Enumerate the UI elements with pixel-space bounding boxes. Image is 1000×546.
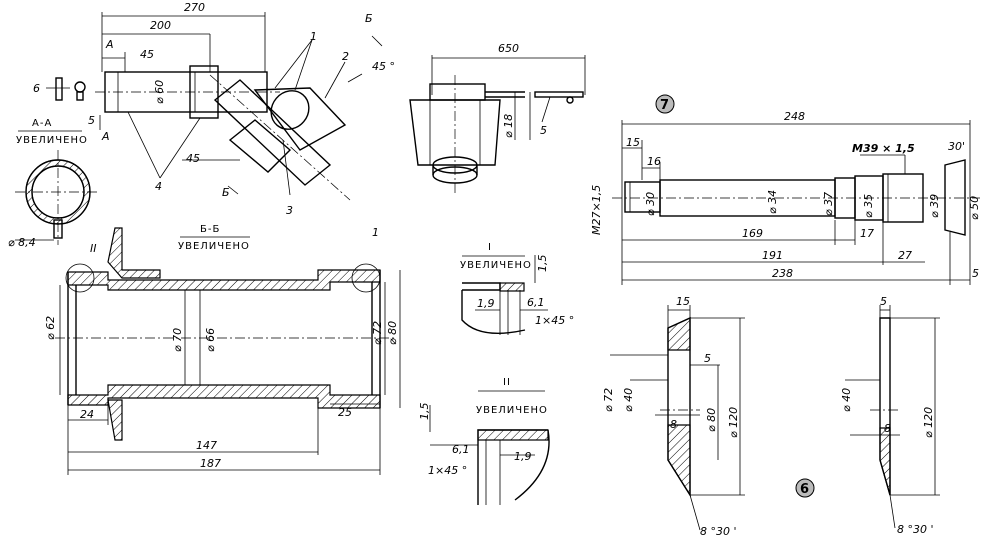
part6b-angle: 8 °30 ' (897, 523, 934, 536)
label-part-3: 3 (286, 204, 293, 217)
section-bb: Б-Б УВЕЛИЧЕНО ⌀ 62 ⌀ 70 ⌀ 66 ⌀ 72 (44, 224, 401, 475)
detail-ii: II УВЕЛИЧЕНО 1,5 6,1 1,9 1×45 ° (418, 377, 550, 505)
label-part-4: 4 (155, 180, 162, 193)
part6b-dim-d120: ⌀ 120 (922, 407, 935, 438)
mark-detail-ii: II (90, 242, 97, 255)
detail-i-title: I (488, 242, 492, 253)
cut-label-a-top: А (105, 38, 114, 51)
detail-ii-dim-6-1: 6,1 (452, 443, 470, 456)
detail-ii-dim-1-9: 1,9 (514, 450, 532, 463)
part6-angle: 8 °30 ' (700, 525, 737, 538)
dim-45-bottom: 45 (186, 152, 200, 165)
part-7: 7 248 15 16 M39 × 1,5 30' M27×1 (590, 94, 981, 285)
dim-d60: ⌀ 60 (153, 80, 166, 104)
label-part-1: 1 (310, 30, 317, 43)
detail-i: I УВЕЛИЧЕНО 1,5 1,9 6,1 1×45 ° (460, 242, 574, 335)
dim-147: 147 (196, 439, 217, 452)
detail-i-dim-6-1: 6,1 (527, 296, 545, 309)
dim-angle-45: 45 ° (372, 60, 395, 73)
part7-dim-27: 27 (898, 249, 912, 262)
part7-thread-m27: M27×1,5 (590, 185, 603, 235)
part7-dim-191: 191 (762, 249, 783, 262)
dim-45-top: 45 (140, 48, 154, 61)
dim-d8-4: ⌀ 8,4 (8, 236, 36, 249)
part-6-number: 6 (800, 482, 809, 497)
part7-dim-d37: ⌀ 37 (822, 192, 835, 216)
dim-d18: ⌀ 18 (502, 114, 515, 138)
label-part-6: 6 (33, 82, 40, 95)
dim-d70: ⌀ 70 (171, 328, 184, 352)
part6-dim-d72: ⌀ 72 (602, 388, 615, 412)
part7-dim-d35: ⌀ 35 (862, 194, 875, 218)
part-6: 6 15 5 ⌀ 72 ⌀ 40 8 ⌀ 80 ⌀ 120 8 °30 ' (602, 295, 940, 538)
part7-dim-5: 5 (972, 267, 979, 280)
detail-ii-subtitle: УВЕЛИЧЕНО (476, 405, 548, 416)
detail-i-chamfer: 1×45 ° (535, 314, 574, 327)
detail-ii-chamfer: 1×45 ° (428, 464, 467, 477)
detail-i-subtitle: УВЕЛИЧЕНО (460, 260, 532, 271)
part7-dim-d50: ⌀ 50 (968, 196, 981, 220)
section-bb-title: Б-Б (200, 224, 220, 235)
part7-dim-d34: ⌀ 34 (766, 190, 779, 214)
dim-25: 25 (338, 406, 352, 419)
cut-label-b-bottom: Б (222, 186, 230, 199)
detail-ii-title: II (503, 377, 511, 388)
label-part-2: 2 (342, 50, 349, 63)
part7-dim-238: 238 (772, 267, 793, 280)
label-part-1-bb: 1 (372, 226, 379, 239)
part-7-number: 7 (660, 98, 669, 113)
part6-dim-5: 5 (704, 352, 711, 365)
dim-d72: ⌀ 72 (371, 321, 384, 345)
detail-ii-dim-1-5: 1,5 (418, 403, 431, 421)
part7-thread-m39: M39 × 1,5 (852, 142, 915, 155)
section-aa-title: А-А (32, 118, 52, 129)
part6-dim-d40: ⌀ 40 (622, 388, 635, 412)
part7-dim-d39: ⌀ 39 (928, 194, 941, 218)
detail-i-dim-1-9: 1,9 (477, 297, 495, 310)
assembly-view: 270 200 45 45 ⌀ 60 45 ° 1 2 3 4 5 6 А А … (33, 1, 395, 217)
part7-dim-16: 16 (647, 155, 661, 168)
part7-dim-15: 15 (626, 136, 640, 149)
part6b-dim-d40: ⌀ 40 (840, 388, 853, 412)
part6b-dim-8: 8 (884, 422, 891, 435)
dim-24: 24 (80, 408, 94, 421)
part7-dim-169: 169 (742, 227, 763, 240)
dim-d80: ⌀ 80 (386, 321, 399, 345)
dim-d66: ⌀ 66 (204, 328, 217, 352)
part7-dim-248: 248 (784, 110, 805, 123)
part6b-dim-5: 5 (880, 295, 887, 308)
part7-dim-17: 17 (860, 227, 874, 240)
section-aa-subtitle: УВЕЛИЧЕНО (16, 135, 88, 146)
dim-d62: ⌀ 62 (44, 316, 57, 340)
dim-270: 270 (184, 1, 205, 14)
part6-dim-8: 8 (670, 418, 677, 431)
cut-label-b-top: Б (365, 12, 373, 25)
dim-650: 650 (498, 42, 519, 55)
dim-200: 200 (150, 19, 171, 32)
part6-dim-15: 15 (676, 295, 690, 308)
detail-i-dim-1-5: 1,5 (536, 255, 549, 273)
part7-dim-d30: ⌀ 30 (644, 192, 657, 216)
side-view: 650 ⌀ 18 5 (409, 42, 586, 195)
part7-angle-30: 30' (948, 140, 965, 153)
part6-dim-d80: ⌀ 80 (705, 408, 718, 432)
section-bb-subtitle: УВЕЛИЧЕНО (178, 241, 250, 252)
label-part-5-side: 5 (540, 124, 547, 137)
cut-label-a-bottom: А (101, 130, 110, 143)
section-aa: А-А УВЕЛИЧЕНО ⌀ 8,4 (8, 118, 100, 249)
label-part-5: 5 (88, 114, 95, 127)
part6-dim-d120: ⌀ 120 (727, 407, 740, 438)
dim-187: 187 (200, 457, 221, 470)
